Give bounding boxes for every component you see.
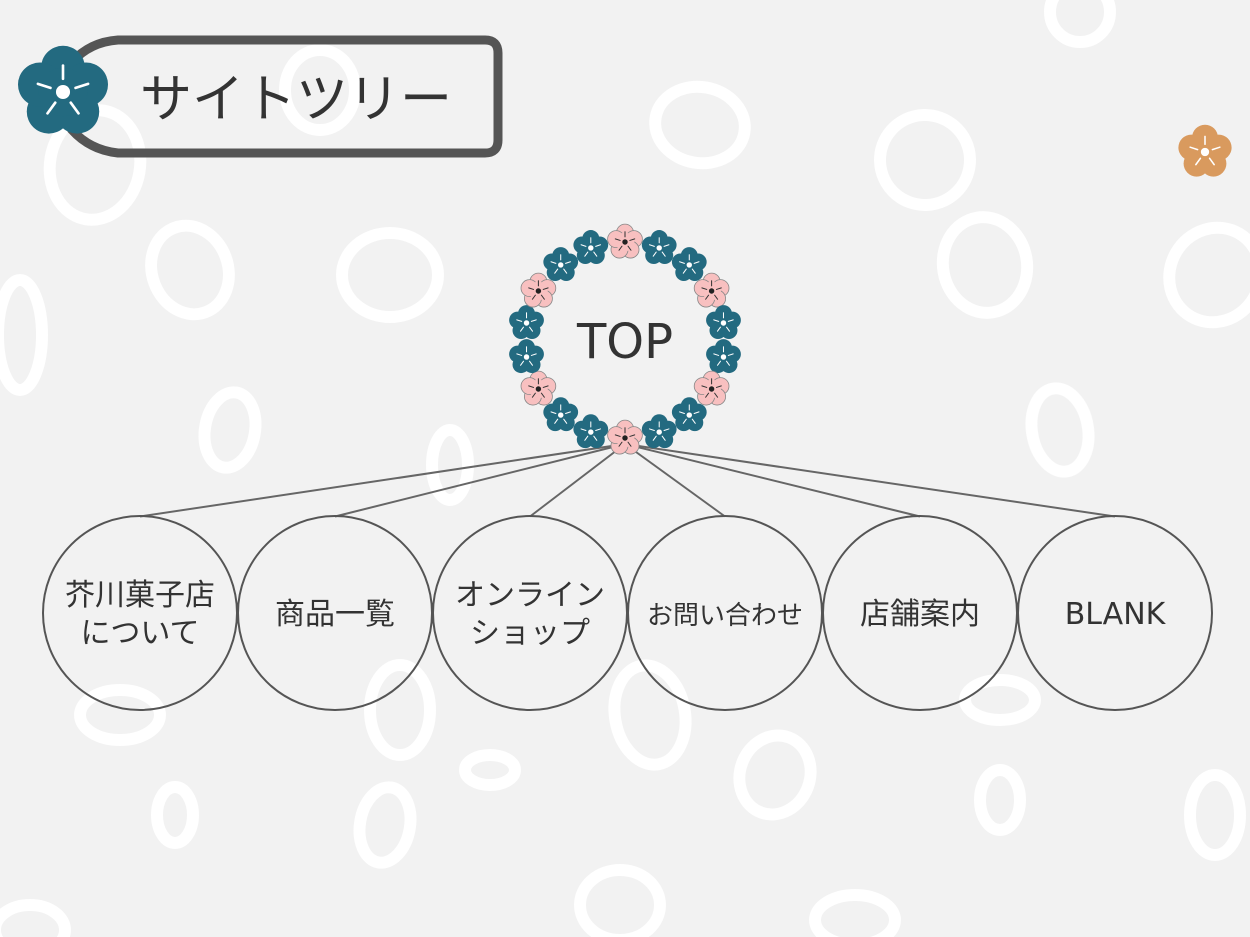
node-label: BLANK	[1065, 597, 1167, 632]
node-label: 店舗案内	[860, 597, 980, 632]
background-ring	[608, 659, 692, 771]
background-ring	[649, 80, 751, 170]
connector-line	[529, 443, 626, 518]
background-ring	[574, 864, 666, 937]
background-ring	[733, 729, 817, 821]
wreath-flower-pink	[520, 272, 557, 308]
wreath-flower-teal	[509, 339, 544, 374]
background-ring	[1163, 221, 1250, 329]
node-circle	[432, 515, 628, 711]
wreath-flower-teal	[641, 230, 677, 264]
background-ring	[1184, 769, 1246, 861]
wreath-flower-teal	[509, 305, 544, 340]
background-ring	[74, 684, 166, 746]
background-ring	[364, 659, 436, 761]
connector-line	[334, 443, 626, 518]
connector-line	[624, 443, 726, 518]
background-ring	[353, 781, 417, 869]
wreath-flower-teal	[573, 230, 609, 264]
background-ring	[459, 749, 521, 791]
background-ring	[43, 104, 147, 226]
background-ring	[145, 219, 235, 321]
wreath-flower-teal	[543, 247, 579, 281]
wreath-flower-pink	[693, 272, 730, 308]
connector-lines	[139, 443, 1116, 518]
flower-icon	[17, 45, 109, 134]
background-ring	[0, 899, 71, 937]
wreath-flower-pink	[607, 223, 643, 259]
wreath-flower-teal	[671, 397, 707, 432]
wreath-flower-teal	[573, 414, 609, 449]
child-node[interactable]: 商品一覧	[237, 515, 433, 711]
background-ring	[426, 424, 474, 506]
root-node-top[interactable]: TOP	[576, 314, 673, 370]
wreath-flower-teal	[706, 339, 741, 374]
title-tag: サイトツリー	[17, 35, 503, 158]
background-ring	[0, 274, 48, 396]
background-ring	[151, 781, 199, 849]
node-label: 芥川菓子店	[65, 578, 215, 613]
node-label: について	[80, 616, 199, 651]
background-ring	[936, 211, 1034, 319]
wreath-flower-teal	[543, 397, 579, 432]
wreath-flower-pink	[520, 370, 557, 406]
background-ring	[959, 674, 1041, 726]
wreath-flower-pink	[607, 419, 643, 455]
background-ring	[1044, 0, 1116, 48]
background-ring	[974, 764, 1026, 836]
background-ring	[874, 109, 976, 211]
node-label: お問い合わせ	[647, 601, 803, 631]
connector-line	[139, 443, 626, 518]
wreath-flower-teal	[706, 305, 741, 340]
background-ring	[809, 889, 901, 937]
node-label: 商品一覧	[275, 597, 395, 632]
wreath-flower-teal	[641, 414, 677, 449]
child-node[interactable]: 店舗案内	[822, 515, 1018, 711]
wreath-flower-teal	[671, 247, 707, 281]
connector-line	[624, 443, 1116, 518]
orange-flower-icon	[1178, 124, 1232, 177]
flower-wreath	[509, 223, 741, 455]
connector-line	[624, 443, 921, 518]
node-circle	[42, 515, 238, 711]
background-ring	[198, 386, 262, 474]
child-node[interactable]: BLANK	[1017, 515, 1213, 711]
node-label: ショップ	[470, 616, 590, 651]
title-flower-shape	[17, 45, 109, 134]
background-ring	[336, 227, 444, 323]
background-ring	[279, 44, 361, 136]
corner-flower-shape	[1178, 124, 1232, 177]
node-label: オンライン	[455, 578, 605, 613]
node-circle	[1017, 515, 1213, 711]
page-title: サイトツリー	[140, 70, 452, 130]
child-node[interactable]: お問い合わせ	[627, 515, 823, 711]
wreath-flower-pink	[693, 370, 730, 406]
background-ring	[1025, 382, 1095, 478]
